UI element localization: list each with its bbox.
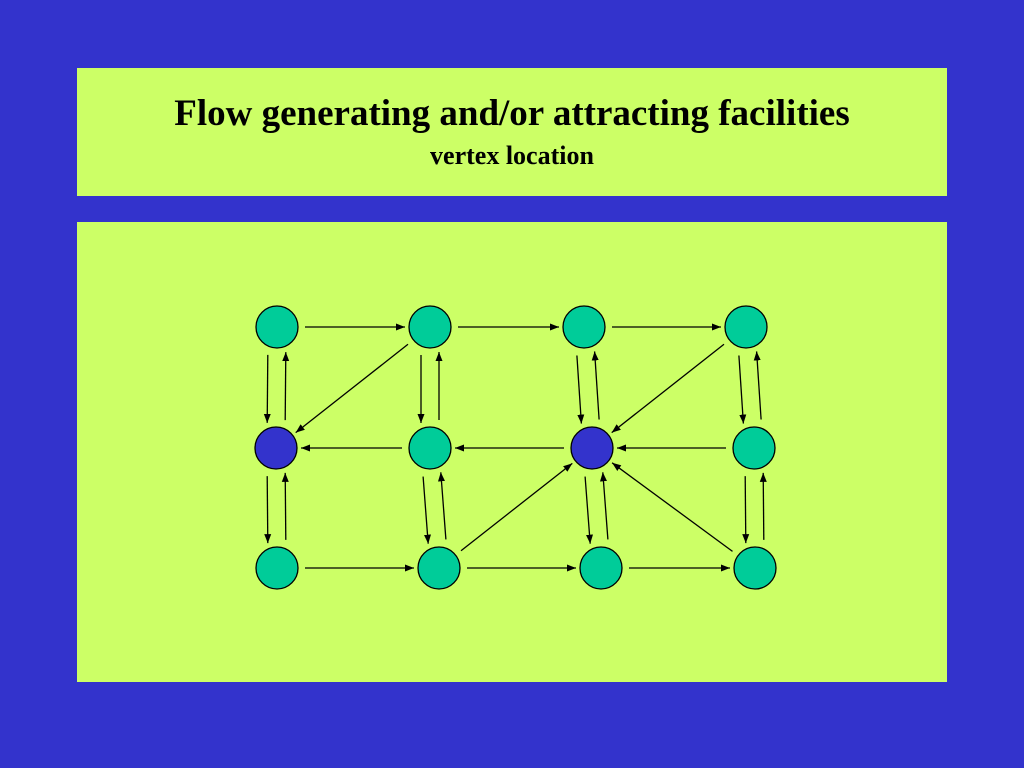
slide-title: Flow generating and/or attracting facili… — [174, 93, 850, 134]
title-panel: Flow generating and/or attracting facili… — [77, 68, 947, 196]
slide-subtitle: vertex location — [430, 141, 594, 170]
content-panel — [77, 222, 947, 682]
